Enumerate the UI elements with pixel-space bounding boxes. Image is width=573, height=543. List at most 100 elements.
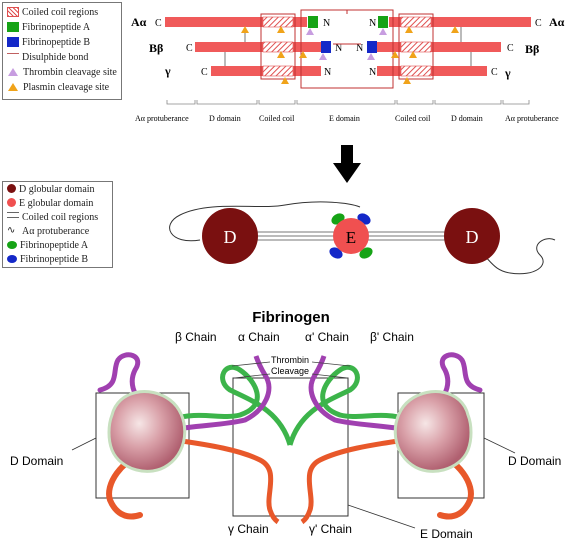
chain-diagram: Aα Bβ γ C N C N C N N C Aα N C Bβ N C γ <box>131 9 565 123</box>
legend-row-fibrinopeptide-b: Fibrinopeptide B <box>7 36 90 49</box>
fp-a-icon <box>359 247 373 259</box>
alpha-prime-chain-label: α' Chain <box>305 330 349 344</box>
plasmin-site-icon <box>277 51 285 58</box>
svg-text:N: N <box>323 18 330 29</box>
svg-text:C: C <box>155 18 162 29</box>
svg-text:C: C <box>186 43 193 54</box>
legend-row-fp-b: Fibrinopeptide B <box>7 253 88 266</box>
e-domain-box <box>232 377 349 517</box>
d-domain-right-label: D domain <box>451 114 483 123</box>
line-icon <box>7 53 19 55</box>
svg-text:N: N <box>335 43 342 54</box>
legend-row-fp-a: Fibrinopeptide A <box>7 239 88 252</box>
middle-legend: D globular domain E globular domain Coil… <box>2 181 113 268</box>
alpha-chain-label: α Chain <box>238 330 280 344</box>
svg-text:C: C <box>491 67 498 78</box>
plasmin-site-icon <box>281 77 289 84</box>
bb-chain-left <box>195 42 323 52</box>
legend-row-e-globular: E globular domain <box>7 197 93 210</box>
legend-row-disulphide: Disulphide bond <box>7 51 88 64</box>
d-domain-left-label: D Domain <box>10 454 63 468</box>
fp-b-icon <box>329 247 343 259</box>
thrombin-site-icon <box>367 53 375 60</box>
e-domain-circle <box>333 218 369 254</box>
d-domain-right-label: D Domain <box>508 454 561 468</box>
purple-triangle-icon <box>8 67 18 76</box>
e-domain-label: E Domain <box>420 527 473 541</box>
wave-icon: ∿ <box>7 224 16 236</box>
beta-prime-chain-label: β' Chain <box>370 330 414 344</box>
aa-protuberance-right <box>469 238 556 275</box>
plasmin-site-icon <box>405 26 413 33</box>
plasmin-site-icon <box>391 51 399 58</box>
coiled-coil-left-label: Coiled coil <box>259 114 295 123</box>
d-domain-left-label: D domain <box>209 114 241 123</box>
triple-line-icon <box>7 211 19 218</box>
orange-triangle-icon <box>8 82 18 91</box>
plasmin-site-icon <box>299 51 307 58</box>
disulphide-box-right <box>398 13 434 80</box>
blue-square-icon <box>7 36 19 47</box>
green-blob-icon <box>7 240 17 249</box>
green-chain-right <box>287 365 411 446</box>
svg-text:N: N <box>324 67 331 78</box>
down-arrow-icon <box>333 145 361 183</box>
fibrinogen-title: Fibrinogen <box>252 309 330 326</box>
plasmin-site-icon <box>241 26 249 33</box>
svg-text:N: N <box>369 67 376 78</box>
chain-label-bb-left: Bβ <box>149 41 163 55</box>
legend-row-coiled-coil: Coiled coil regions <box>7 6 98 19</box>
thrombin-site-icon <box>306 28 314 35</box>
svg-text:D: D <box>466 227 479 247</box>
purple-chain-left-tail <box>97 352 153 413</box>
fibrinopeptide-b-right <box>367 41 377 53</box>
disulphide-box-left <box>260 13 296 80</box>
aa-protuberance-left-label: Aα protuberance <box>135 114 189 123</box>
d-domain-right-circle <box>444 208 500 264</box>
legend-row-plasmin: Plasmin cleavage site <box>7 81 109 94</box>
svg-text:C: C <box>535 18 542 29</box>
d-domain-left-circle <box>202 208 258 264</box>
gamma-prime-chain-label: γ' Chain <box>309 522 352 536</box>
fibrinogen-schematic: D D E <box>169 201 556 275</box>
chain-label-aa-right: Aα <box>549 15 565 29</box>
orange-chain-gamma-prime <box>300 437 406 525</box>
purple-chain-right-tail <box>427 352 483 413</box>
orange-chain-gamma <box>174 437 280 525</box>
aa-chain-right <box>389 17 531 27</box>
thrombin-cleavage-label-line1: Thrombin <box>271 355 309 365</box>
dark-red-circle-icon <box>7 184 16 194</box>
fibrinopeptide-a-right <box>378 16 388 28</box>
chain-label-g-left: γ <box>164 64 171 78</box>
thrombin-cleavage-label-line2: Cleavage <box>271 366 309 376</box>
bb-chain-right <box>377 42 501 52</box>
red-circle-icon <box>7 198 16 208</box>
chain-label-bb-right: Bβ <box>525 42 539 56</box>
fibrinogen-3d-diagram: Fibrinogen β Chain α Chain α' Chain β' C… <box>10 309 561 541</box>
d-domain-blob-right <box>393 390 473 473</box>
e-domain-label: E domain <box>329 114 360 123</box>
g-chain-right <box>377 66 487 76</box>
aa-protuberance-left <box>169 201 361 242</box>
thrombin-site-icon <box>379 28 387 35</box>
chain-label-aa-left: Aα <box>131 15 147 29</box>
aa-protuberance-right-label: Aα protuberance <box>505 114 559 123</box>
plasmin-site-icon <box>277 26 285 33</box>
legend-row-thrombin: Thrombin cleavage site <box>7 66 117 79</box>
plasmin-site-icon <box>409 51 417 58</box>
top-legend: Coiled coil regions Fibrinopeptide A Fib… <box>2 2 122 100</box>
fibrinopeptide-b-left <box>321 41 331 53</box>
legend-row-coiled-coil: Coiled coil regions <box>7 211 98 224</box>
purple-chain-alpha-prime <box>308 355 411 433</box>
hatched-square-icon <box>7 6 19 17</box>
beta-chain-label: β Chain <box>175 330 217 344</box>
blue-blob-icon <box>7 254 17 263</box>
domain-brackets <box>166 100 530 105</box>
svg-text:N: N <box>369 18 376 29</box>
fibrinopeptide-a-left <box>308 16 318 28</box>
chain-label-g-right: γ <box>504 66 511 80</box>
coiled-coil-right-label: Coiled coil <box>395 114 431 123</box>
plasmin-site-icon <box>403 77 411 84</box>
legend-row-fibrinopeptide-a: Fibrinopeptide A <box>7 21 90 34</box>
svg-text:C: C <box>507 43 514 54</box>
